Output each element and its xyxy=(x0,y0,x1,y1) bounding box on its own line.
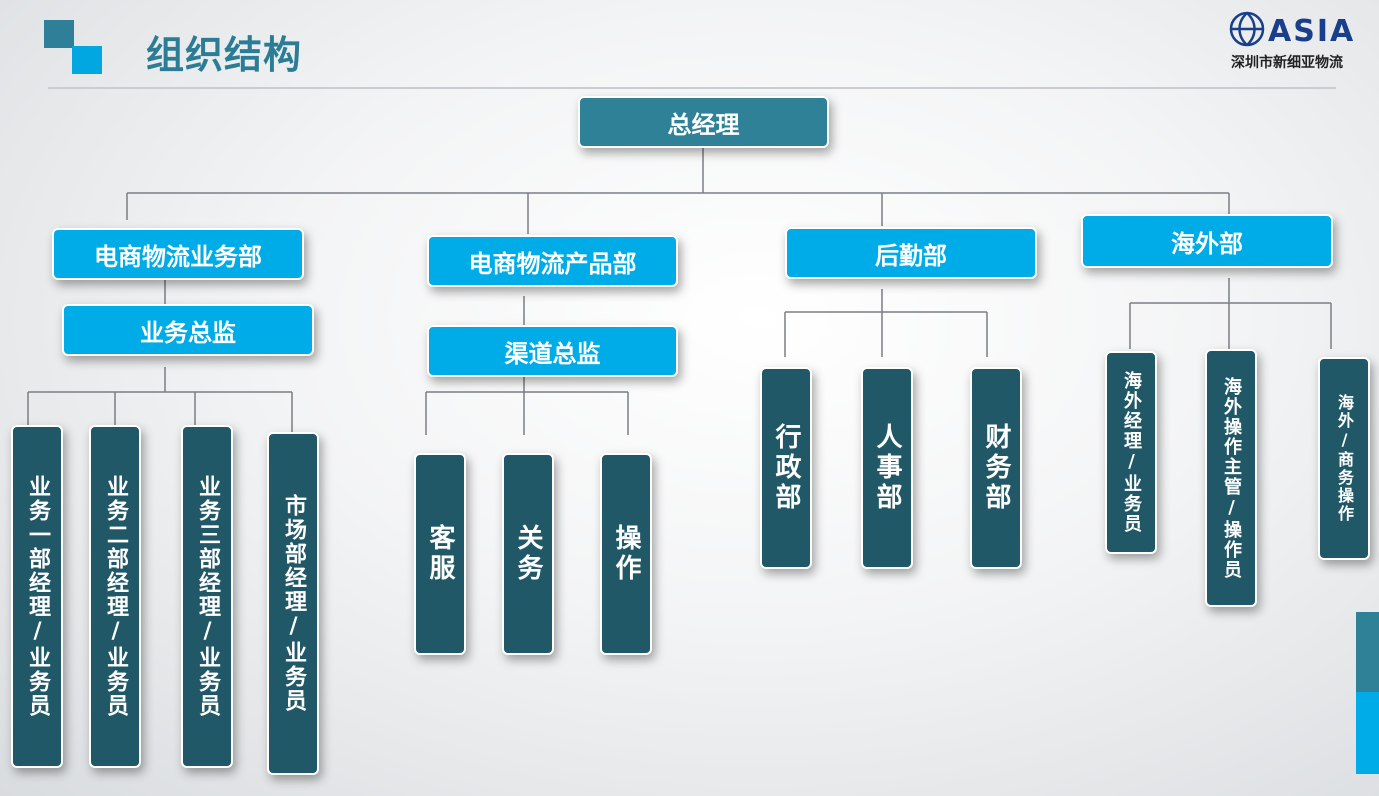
node-overseas-manager: 海外经理/业务员 xyxy=(1105,351,1157,554)
node-general-manager: 总经理 xyxy=(578,96,829,148)
title-divider xyxy=(48,87,1336,89)
node-operations: 操作 xyxy=(600,453,652,655)
node-human-resources: 人事部 xyxy=(861,367,913,569)
node-marketing-manager: 市场部经理/业务员 xyxy=(267,432,319,775)
node-dept-logistics: 后勤部 xyxy=(785,227,1037,279)
node-business-dept-3-manager: 业务三部经理/业务员 xyxy=(181,425,233,768)
node-dept-ecommerce-business: 电商物流业务部 xyxy=(52,228,304,280)
node-dept-ecommerce-product: 电商物流产品部 xyxy=(427,235,678,287)
node-channel-director: 渠道总监 xyxy=(427,325,678,377)
decor-side-bar-cyan xyxy=(1356,692,1379,774)
logo-wordmark: ASIA xyxy=(1268,14,1356,49)
node-overseas-commercial-ops: 海外/商务操作 xyxy=(1318,357,1370,560)
page-title: 组织结构 xyxy=(146,33,303,77)
node-overseas-ops-supervisor: 海外操作主管/操作员 xyxy=(1205,349,1257,607)
decor-square-cyan xyxy=(72,46,102,74)
node-customer-service: 客服 xyxy=(414,453,466,655)
node-business-director: 业务总监 xyxy=(62,304,314,356)
logo-subtitle: 深圳市新细亚物流 xyxy=(1231,55,1343,71)
node-customs: 关务 xyxy=(502,453,554,655)
node-dept-overseas: 海外部 xyxy=(1081,214,1333,268)
decor-square-teal xyxy=(44,20,74,48)
node-finance: 财务部 xyxy=(970,367,1022,569)
globe-icon xyxy=(1229,11,1265,47)
node-business-dept-1-manager: 业务一部经理/业务员 xyxy=(11,425,63,768)
node-administration: 行政部 xyxy=(760,367,812,569)
decor-side-bar-teal xyxy=(1356,612,1379,692)
company-logo: ASIA 深圳市新细亚物流 xyxy=(1228,10,1368,72)
node-business-dept-2-manager: 业务二部经理/业务员 xyxy=(89,425,141,768)
